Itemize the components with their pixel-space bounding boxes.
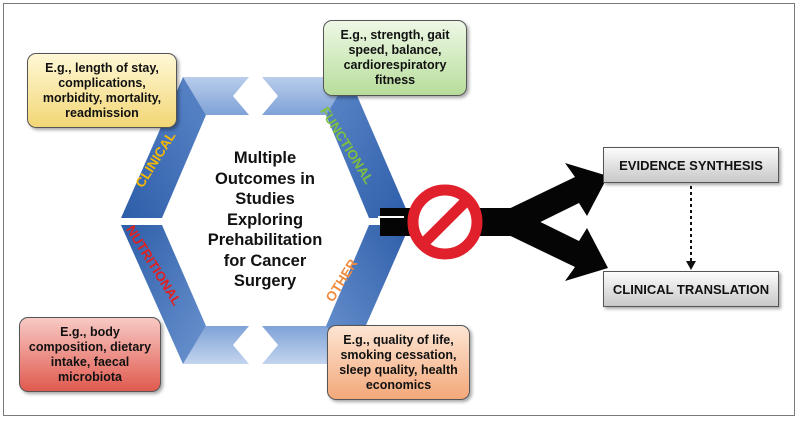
evidence-synthesis-label: EVIDENCE SYNTHESIS (619, 157, 763, 173)
functional-examples-box: E.g., strength, gait speed, balance, car… (323, 20, 467, 96)
clinical-examples-text: E.g., length of stay, complications, mor… (42, 60, 162, 120)
nutritional-examples-box: E.g., body composition, dietary intake, … (19, 317, 161, 392)
arrow-lower-branch (498, 208, 608, 281)
nutritional-examples-text: E.g., body composition, dietary intake, … (28, 324, 152, 384)
hex-clinical-segment (121, 77, 206, 218)
clinical-translation-box: CLINICAL TRANSLATION (603, 271, 779, 307)
evidence-synthesis-box: EVIDENCE SYNTHESIS (603, 147, 779, 183)
center-title: Multiple Outcomes in Studies Exploring P… (207, 149, 323, 290)
clinical-examples-box: E.g., length of stay, complications, mor… (27, 53, 177, 128)
dotted-connector-arrowhead (686, 261, 696, 270)
other-examples-text: E.g., quality of life, smoking cessation… (339, 332, 458, 392)
hex-bottom-left (183, 326, 249, 364)
hex-functional-segment (326, 77, 410, 218)
hex-top-left (183, 77, 249, 115)
clinical-translation-label: CLINICAL TRANSLATION (612, 281, 770, 297)
other-examples-box: E.g., quality of life, smoking cessation… (327, 325, 470, 400)
functional-examples-text: E.g., strength, gait speed, balance, car… (340, 28, 450, 87)
hex-nutritional-segment (121, 225, 206, 364)
prohibition-icon (407, 184, 483, 260)
